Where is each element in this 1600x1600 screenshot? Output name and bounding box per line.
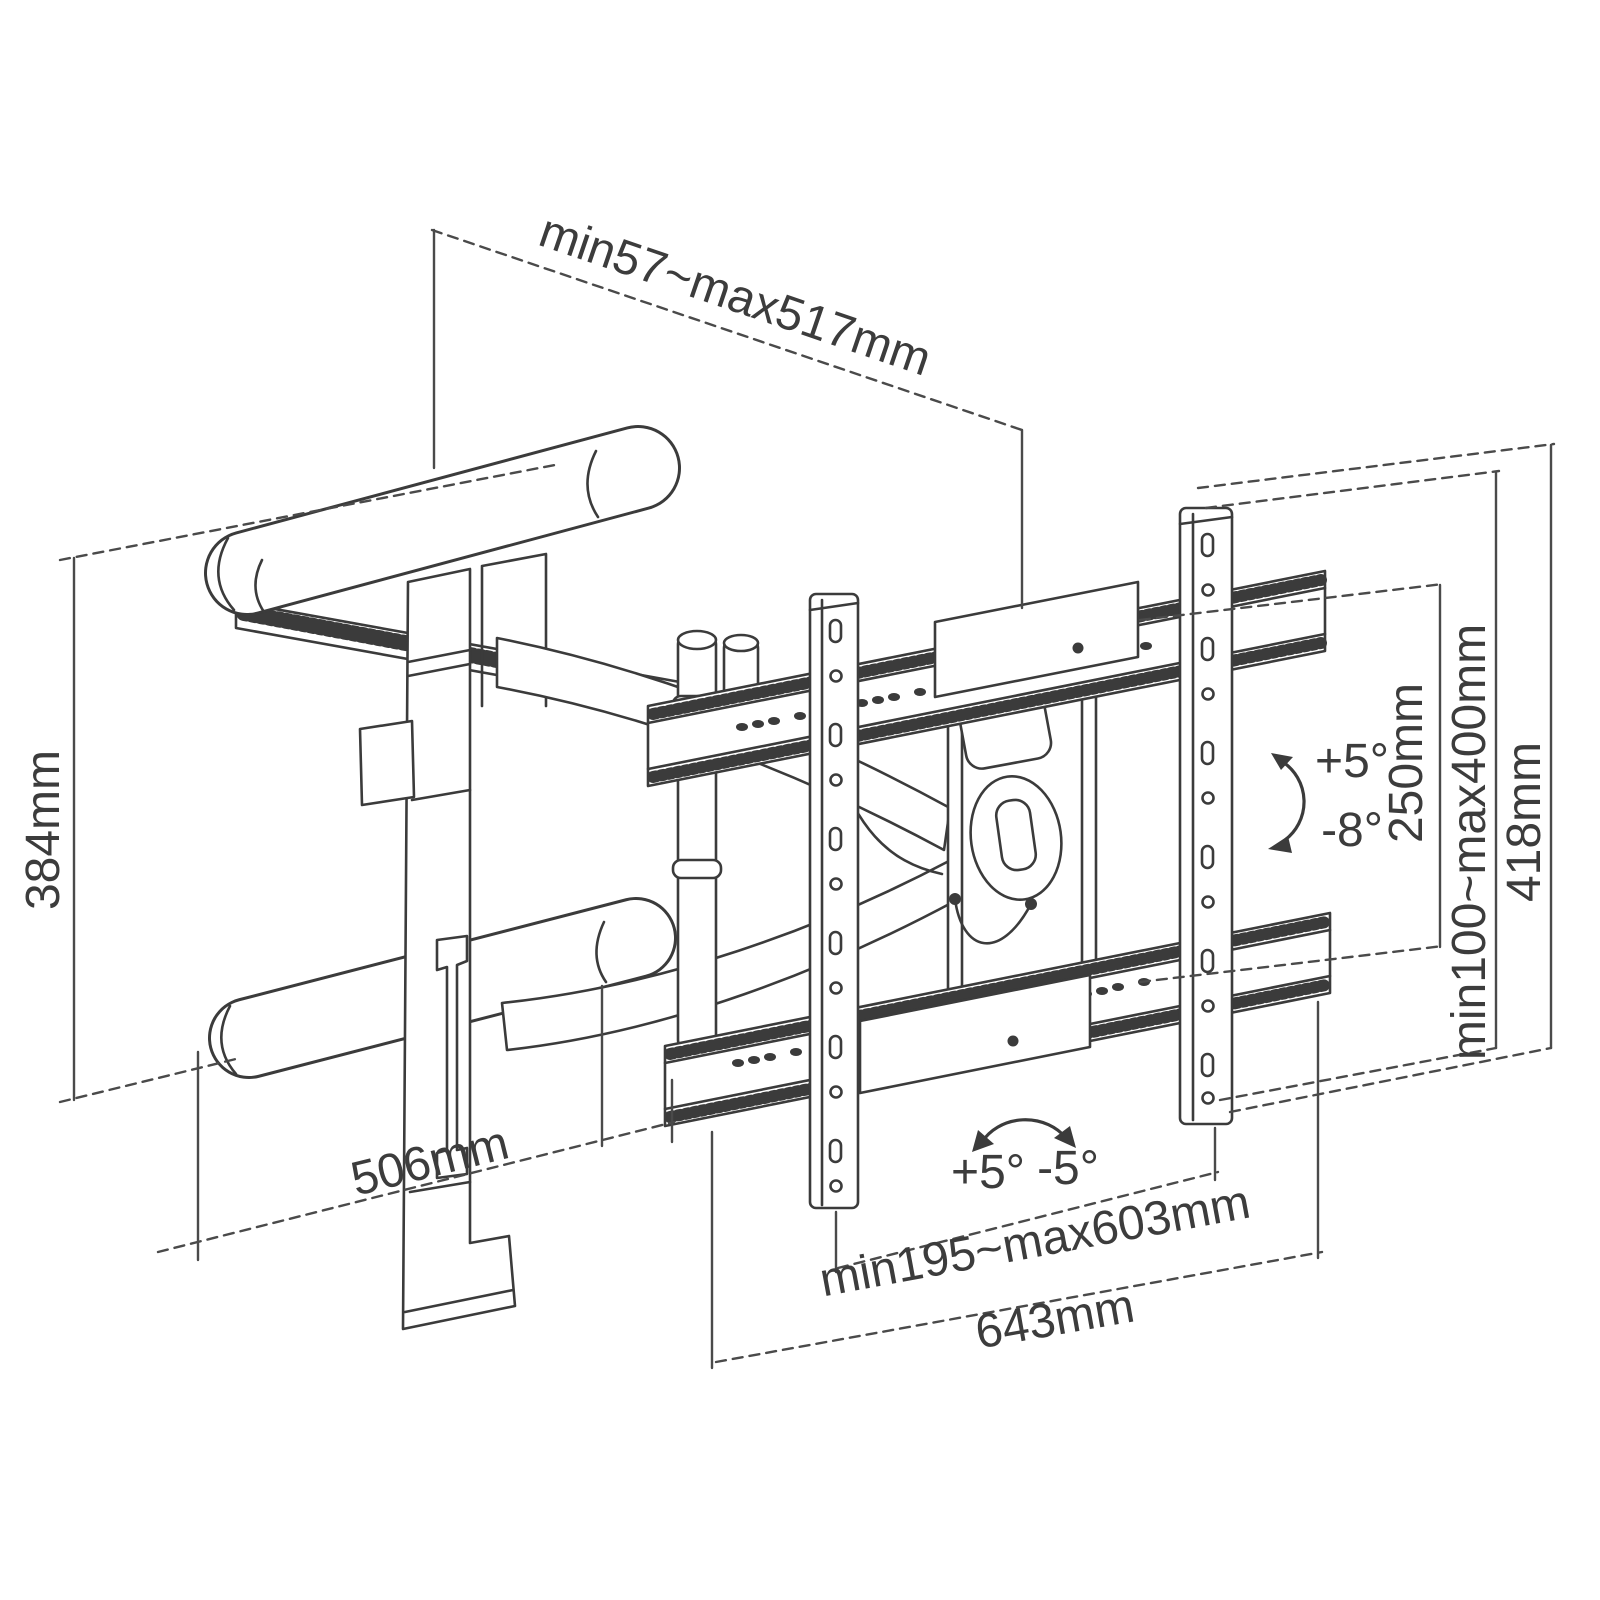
dim-line-extension [430,228,1024,432]
angle-label-swivel-left: +5° [951,1146,1025,1199]
upper-arm-tube [204,425,681,616]
dimension-lines [58,228,1556,1370]
vesa-strip-left [808,592,860,1210]
dimension-label-arm-height: 384mm [17,749,70,911]
tilt-arrow [1268,753,1306,853]
plate-bottom-bracket [858,973,1092,1095]
angle-label-tilt-up: +5° [1315,735,1389,788]
dimension-label-vesa-range: min100~max400mm [1443,623,1496,1061]
angle-arrows [972,753,1306,1152]
plate-top-bracket [933,580,1140,699]
angle-label-tilt-down: -8° [1321,804,1383,857]
vesa-strip-right [1178,506,1234,1126]
wall-plate-column [358,567,517,1331]
swivel-arrow [972,1118,1076,1152]
mount-structure [204,425,1332,1331]
angle-label-swivel-right: -5° [1037,1142,1099,1195]
dim-line-603 [836,1170,1220,1270]
dimension-label-plate-height: 250mm [1380,682,1433,844]
dimension-label-bracket-height: 418mm [1498,741,1551,903]
dim-line-643 [714,1250,1324,1364]
dim-line-506 [156,1120,676,1254]
